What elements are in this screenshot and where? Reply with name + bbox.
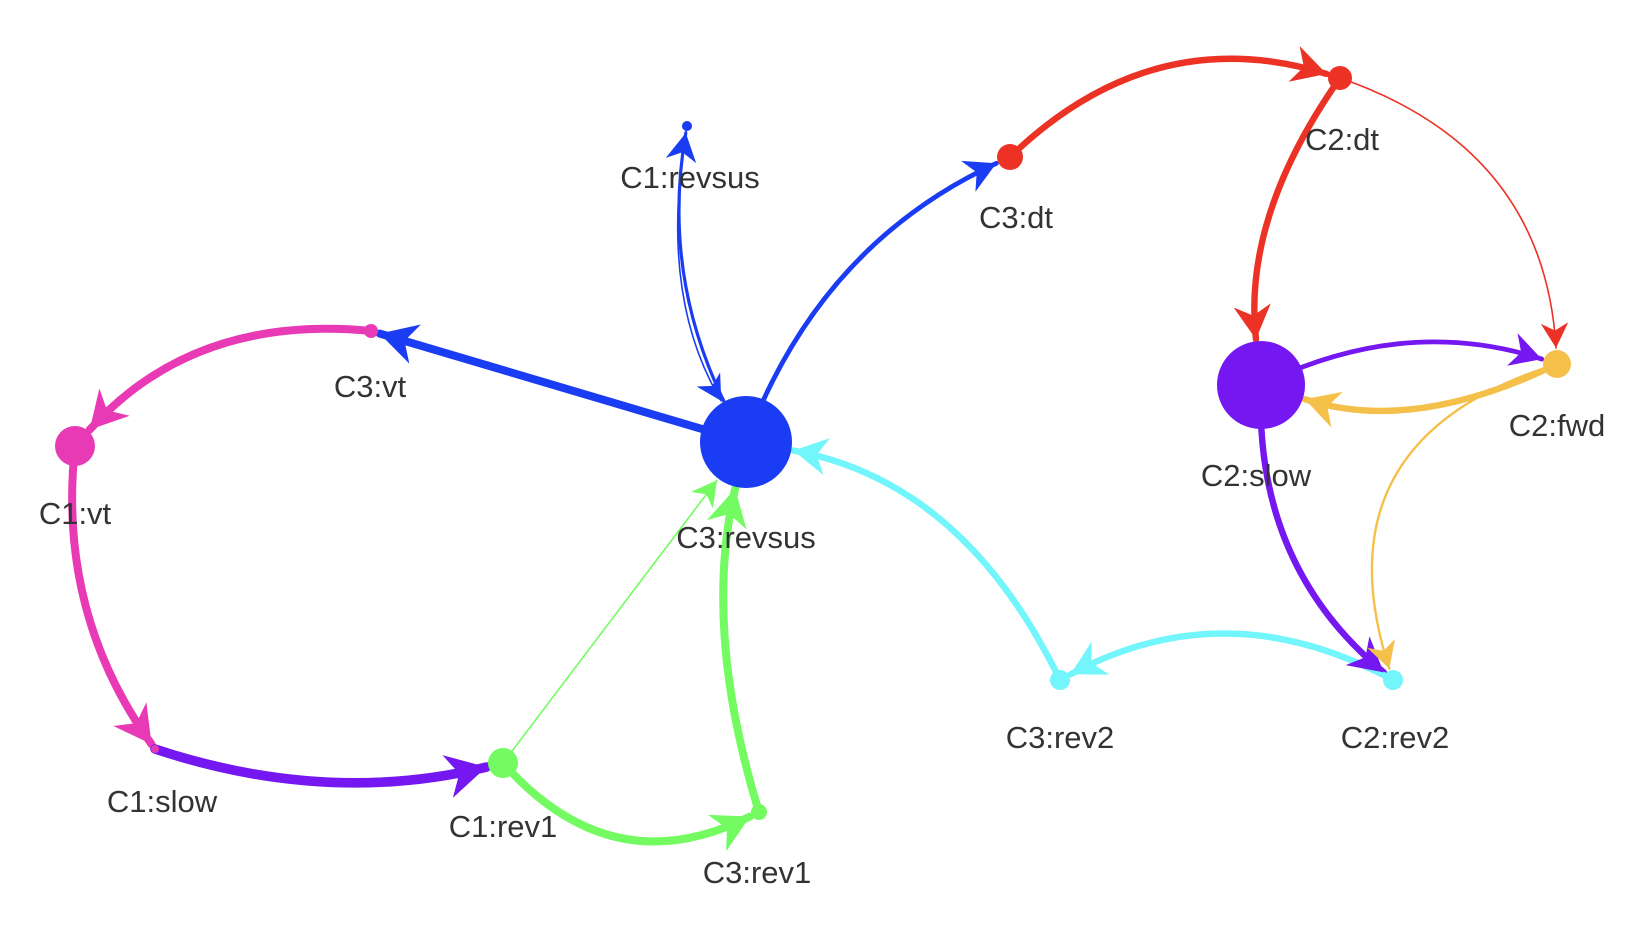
node-c2-dt[interactable] (1328, 66, 1352, 90)
node-label-c1-slow: C1:slow (107, 784, 218, 819)
arrowhead-c1-vt-to-c1-slow (113, 702, 152, 745)
node-c3-dt[interactable] (997, 144, 1023, 170)
node-c1-revsus[interactable] (682, 121, 692, 131)
edge-c3-vt-to-c1-vt (85, 324, 375, 434)
arrowhead-c1-revsus-to-c3-revsus (696, 372, 722, 401)
node-label-c1-vt: C1:vt (39, 496, 112, 531)
node-label-c1-rev1: C1:rev1 (449, 809, 558, 844)
edge-c1-rev1-to-c3-revsus (502, 479, 718, 764)
node-layer (55, 66, 1571, 820)
edge-c2-fwd-to-c2-slow (1301, 360, 1561, 415)
arrowhead-c3-revsus-to-c3-dt (961, 160, 997, 192)
edge-c2-fwd-to-c2-rev2 (1370, 362, 1559, 670)
node-c3-rev1[interactable] (751, 804, 767, 820)
edge-c3-revsus-to-c3-dt (743, 160, 999, 445)
arrowhead-c2-fwd-to-c2-slow (1304, 391, 1343, 428)
node-label-c2-fwd: C2:fwd (1509, 408, 1605, 443)
edge-c1-slow-to-c1-rev1 (150, 744, 492, 788)
arrowhead-c2-slow-to-c2-rev2 (1345, 636, 1384, 673)
arrowhead-c3-vt-to-c1-vt (89, 388, 130, 430)
edge-c2-slow-to-c2-rev2 (1257, 381, 1387, 676)
node-label-c2-rev2: C2:rev2 (1341, 720, 1450, 755)
node-label-c3-rev1: C3:rev1 (703, 855, 812, 890)
edge-c3-dt-to-c2-dt (1006, 55, 1330, 161)
edge-c3-rev2-to-c3-revsus (790, 447, 1064, 684)
arrowhead-c1-rev1-to-c3-revsus (690, 480, 718, 509)
node-label-c2-slow: C2:slow (1201, 458, 1312, 493)
node-c3-rev2[interactable] (1050, 670, 1070, 690)
node-c2-fwd[interactable] (1543, 350, 1571, 378)
arrowhead-c2-dt-to-c2-slow (1233, 303, 1271, 340)
arrowhead-c2-slow-to-c2-fwd (1507, 333, 1542, 366)
arrowhead-c3-rev2-to-c3-revsus (793, 438, 831, 475)
edge-c3-rev1-to-c3-revsus (719, 484, 763, 816)
edge-c1-revsus-to-c3-revsus (676, 125, 723, 402)
node-label-c1-revsus: C1:revsus (620, 160, 760, 195)
edge-c1-vt-to-c1-slow (68, 442, 156, 749)
arrowhead-c1-slow-to-c1-rev1 (442, 755, 487, 798)
node-c3-vt[interactable] (364, 324, 378, 338)
arrowhead-c3-rev1-to-c3-revsus (706, 488, 747, 530)
node-label-c3-vt: C3:vt (334, 369, 407, 404)
edge-c2-dt-to-c2-fwd (1339, 77, 1557, 349)
node-c1-vt[interactable] (55, 426, 95, 466)
node-c2-rev2[interactable] (1383, 670, 1403, 690)
arrowhead-c3-dt-to-c2-dt (1288, 46, 1327, 82)
arrowhead-c3-revsus-to-c1-revsus (665, 132, 697, 164)
node-c1-slow[interactable] (151, 745, 159, 753)
edge-c1-rev1-to-c3-rev1 (499, 759, 755, 846)
node-c2-slow[interactable] (1217, 341, 1305, 429)
node-label-c3-revsus: C3:revsus (676, 520, 816, 555)
arrowhead-c2-fwd-to-c2-rev2 (1367, 638, 1396, 669)
node-label-c3-rev2: C3:rev2 (1006, 720, 1115, 755)
edge-c2-rev2-to-c3-rev2 (1067, 630, 1397, 684)
edge-c2-dt-to-c2-slow (1251, 74, 1344, 343)
arrowhead-c3-revsus-to-c3-vt (379, 324, 421, 364)
node-label-c2-dt: C2:dt (1305, 122, 1379, 157)
arrowhead-c2-rev2-to-c3-rev2 (1070, 641, 1110, 675)
node-label-c3-dt: C3:dt (979, 200, 1053, 235)
arrowhead-c1-rev1-to-c3-rev1 (707, 814, 751, 852)
edge-layer (68, 55, 1561, 846)
arrowhead-layer (89, 46, 1569, 852)
edge-c3-revsus-to-c3-vt (375, 329, 750, 446)
node-c1-rev1[interactable] (488, 748, 518, 778)
arrowhead-c2-dt-to-c2-fwd (1540, 322, 1569, 349)
node-c3-revsus[interactable] (700, 396, 792, 488)
